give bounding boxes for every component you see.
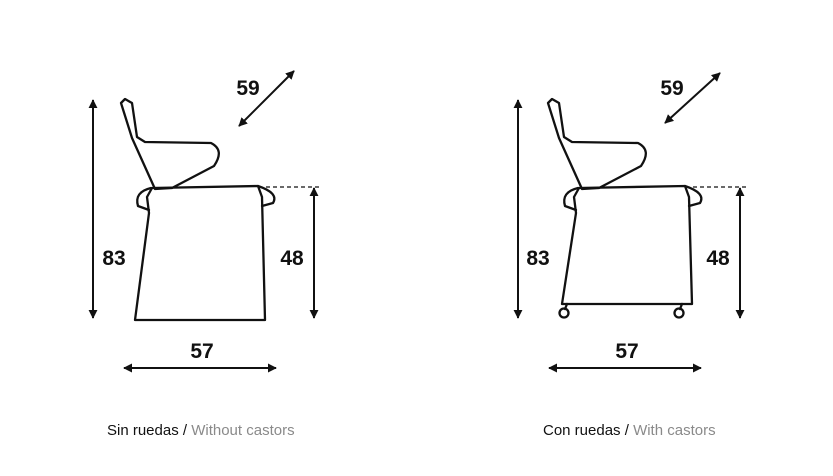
depth-label: 59 <box>660 77 683 100</box>
depth-arrow <box>238 70 295 127</box>
chair-outline <box>119 97 276 322</box>
height-label: 83 <box>102 247 125 270</box>
caption-english: With castors <box>633 422 716 439</box>
caption-without-castors: Sin ruedas / Without castors <box>107 422 295 439</box>
caption-with-castors: Con ruedas / With castors <box>543 422 716 439</box>
depth-arrow <box>664 72 721 124</box>
chair-view-with-castors: 83 59 48 57 <box>513 72 746 373</box>
caption-spanish: Con ruedas / <box>543 422 629 439</box>
seat-height-label: 48 <box>280 247 304 270</box>
castor-wheel-left <box>558 307 570 319</box>
seat-height-label: 48 <box>706 247 730 270</box>
caption-english: Without castors <box>191 422 295 439</box>
chair-outline <box>546 97 703 311</box>
castor-wheel-right <box>673 307 685 319</box>
width-label: 57 <box>190 340 213 363</box>
depth-label: 59 <box>236 77 259 100</box>
width-label: 57 <box>615 340 638 363</box>
chair-view-without-castors: 83 59 48 57 <box>88 70 320 373</box>
caption-spanish: Sin ruedas / <box>107 422 188 439</box>
height-label: 83 <box>526 247 549 270</box>
